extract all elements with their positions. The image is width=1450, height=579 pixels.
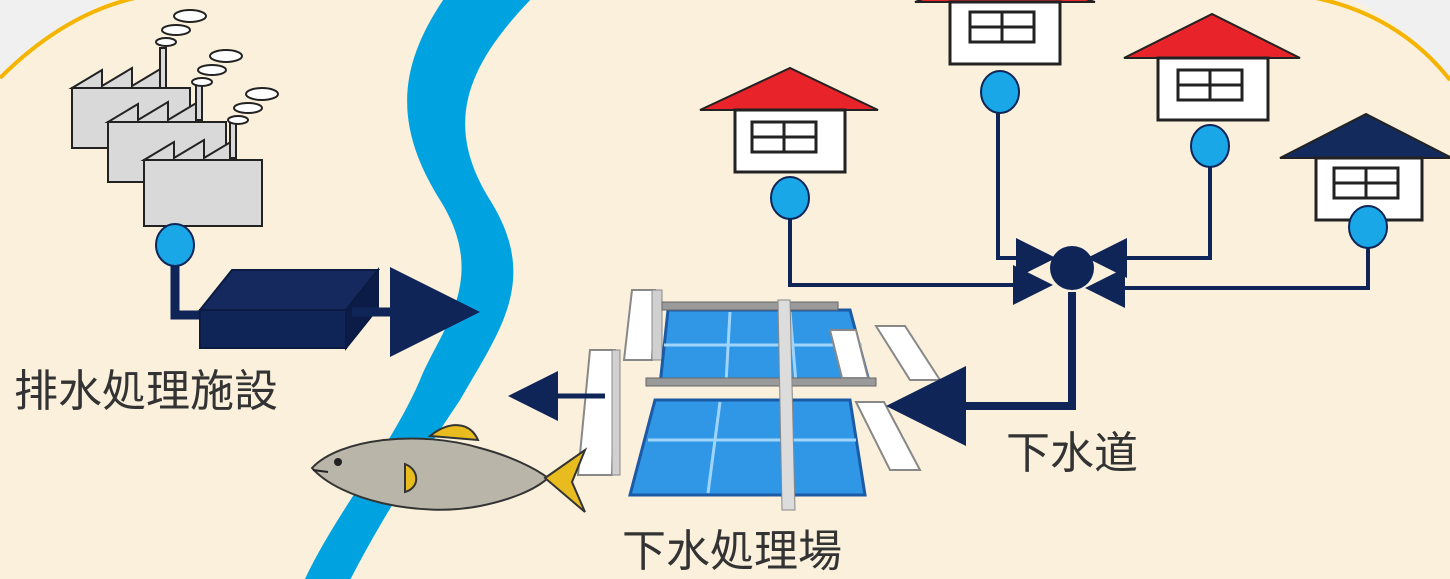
house-icon <box>1123 12 1301 122</box>
house-outlet-node <box>770 176 810 220</box>
treatment-plant-label: 下水処理場 <box>622 526 842 577</box>
sewer-pipe-network <box>788 108 1370 308</box>
treatment-plant-icon <box>576 289 942 511</box>
house-outlet-node <box>1348 205 1388 249</box>
house-icon <box>699 66 879 174</box>
factory-icon <box>68 9 279 227</box>
wastewater-facility-label: 排水処理施設 <box>14 366 278 417</box>
sewer-main-pipe <box>886 292 1076 446</box>
sewer-label: 下水道 <box>1006 428 1138 479</box>
fish-icon <box>310 424 588 513</box>
house-icon <box>914 0 1096 66</box>
house-outlet-node <box>980 70 1020 114</box>
sewer-junction-node <box>1050 246 1094 290</box>
house-outlet-node <box>1190 124 1230 168</box>
factory-outlet-node <box>155 223 195 267</box>
disc-border <box>0 0 1450 82</box>
wastewater-facility-box <box>197 267 381 351</box>
house-icon <box>1279 112 1450 222</box>
